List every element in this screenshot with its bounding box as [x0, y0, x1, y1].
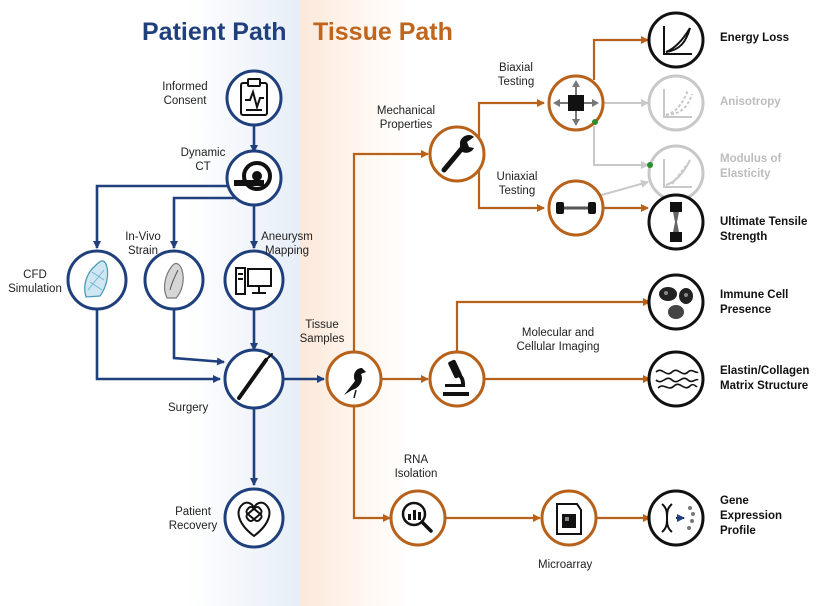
node-uniaxial-testing [547, 179, 605, 237]
node-in-vivo-strain [143, 249, 205, 311]
stress-strain-icon [663, 159, 692, 188]
outcome-gene-expression [647, 489, 705, 547]
outcome-immune-cell [647, 273, 705, 331]
cells-icon [659, 287, 693, 319]
bird-icon [344, 368, 366, 399]
status-dot [647, 162, 653, 168]
patient-connectors [93, 125, 325, 486]
stress-strain-icon [663, 26, 692, 55]
node-informed-consent [225, 69, 283, 127]
node-microarray [540, 489, 598, 547]
tissue-path-title: Tissue Path [313, 18, 453, 46]
node-patient-recovery [223, 487, 285, 549]
outcome-label-anisotropy: Anisotropy [720, 96, 781, 108]
dna-icon [661, 503, 695, 533]
node-aneurysm-mapping [223, 249, 285, 311]
fibers-icon [655, 369, 699, 389]
magnifier-chart-icon [401, 501, 433, 533]
tensile-sample-icon [670, 202, 682, 242]
microscope-icon [443, 359, 469, 396]
outcome-modulus [647, 144, 705, 202]
label-microarray: Microarray [538, 559, 593, 571]
outcome-energy-loss [647, 11, 705, 69]
clipboard-icon [240, 78, 268, 116]
wrench-icon [441, 134, 474, 173]
node-rna-isolation [389, 489, 447, 547]
computer-icon [235, 267, 272, 295]
outcome-anisotropy [647, 74, 705, 132]
tissue-connectors [352, 36, 651, 522]
uniaxial-device-icon [556, 202, 596, 214]
status-dot [592, 119, 598, 125]
stress-strain-icon [663, 89, 693, 118]
outcome-ultimate-tensile [647, 193, 705, 251]
biaxial-device-icon [553, 80, 599, 126]
node-molecular-imaging [428, 350, 486, 408]
node-mechanical-properties [428, 125, 486, 183]
node-tissue-samples [325, 350, 383, 408]
scalpel-icon [237, 353, 273, 400]
vessel-mesh-icon [84, 260, 109, 298]
outcome-elastin-collagen [647, 350, 705, 408]
dimmed-connectors [593, 99, 649, 197]
label-surgery: Surgery [168, 402, 209, 414]
vessel-strain-icon [163, 262, 184, 299]
microarray-icon [556, 503, 582, 535]
node-surgery [223, 348, 285, 410]
node-cfd-simulation [66, 249, 128, 311]
outcome-label-energy-loss: Energy Loss [720, 32, 790, 44]
heart-bandage-icon [237, 501, 271, 538]
ct-scanner-icon [234, 161, 272, 191]
patient-path-title: Patient Path [142, 18, 287, 46]
node-dynamic-ct [225, 149, 283, 207]
node-biaxial-testing [547, 74, 605, 132]
